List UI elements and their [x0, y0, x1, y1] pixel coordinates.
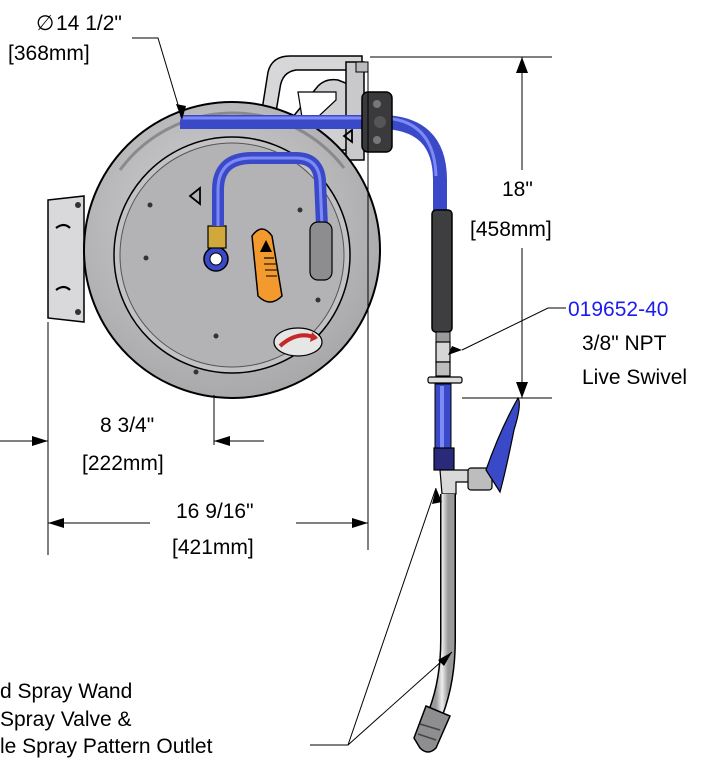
- latch-label: [273, 327, 323, 357]
- diameter-metric: [368mm]: [8, 42, 90, 65]
- depth-short-metric: [222mm]: [82, 452, 164, 475]
- inner-hose-fitting: [309, 221, 333, 281]
- height-imperial: 18": [502, 178, 533, 201]
- depth-total-imperial: 16 9/16": [176, 500, 254, 523]
- hub: [203, 225, 229, 272]
- depth-short-imperial: 8 3/4": [100, 414, 154, 437]
- hose-sleeve: [431, 209, 453, 333]
- dimension-lines: [0, 37, 566, 746]
- side-mounting-plate: [47, 195, 85, 323]
- swivel-thread: 3/8" NPT: [582, 332, 667, 355]
- height-metric: [458mm]: [470, 218, 552, 241]
- dimension-arrows: [32, 57, 528, 666]
- wand-label-line3: le Spray Pattern Outlet: [0, 735, 213, 758]
- spray-nozzle: [413, 705, 451, 753]
- depth-total-metric: [421mm]: [172, 536, 254, 559]
- swivel-part-number: 019652-40: [568, 298, 668, 321]
- hose-guide: [361, 91, 393, 153]
- wand-label-line1: d Spray Wand: [0, 680, 132, 703]
- diameter-imperial: 14 1/2": [56, 12, 122, 35]
- wand-label-line2: Spray Valve &: [0, 708, 132, 731]
- reel-drum: [83, 101, 381, 399]
- spray-valve: [433, 396, 520, 495]
- swivel-description: Live Swivel: [582, 366, 687, 389]
- diameter-symbol: ∅: [36, 12, 54, 35]
- live-swivel: [427, 331, 463, 384]
- caution-label: [251, 228, 283, 303]
